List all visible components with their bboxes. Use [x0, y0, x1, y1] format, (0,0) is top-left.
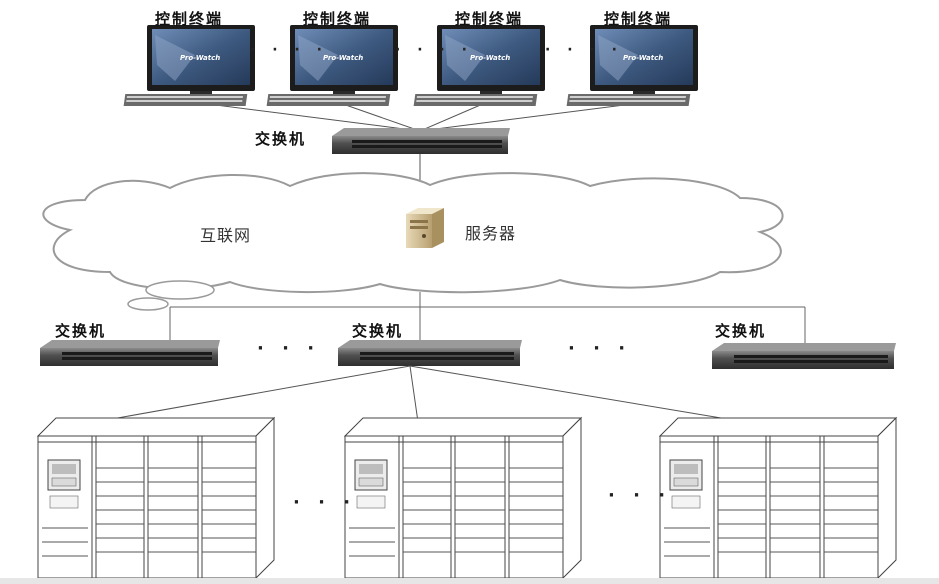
locker-links — [94, 365, 734, 423]
locker-bank-2 — [343, 416, 583, 580]
locker-bank-1 — [36, 416, 276, 580]
locker-separator-1: · · · — [293, 492, 357, 513]
screen-brand-2: Pro-Watch — [323, 54, 364, 62]
locker-separator-2: · · · — [608, 485, 672, 506]
access-switch-2 — [338, 340, 522, 366]
terminal-label-1: 控制终端 — [155, 10, 224, 28]
switch-separator-1: · · · — [257, 338, 321, 359]
server-icon — [406, 208, 444, 248]
terminal-3 — [413, 25, 545, 106]
terminal-separator-2: · · · · — [395, 42, 473, 58]
access-switch-label-3: 交换机 — [715, 322, 767, 340]
terminal-separator-1: · · · · — [250, 42, 328, 58]
bottom-band — [0, 578, 939, 584]
access-switch-3 — [712, 343, 896, 369]
access-switch-label-2: 交换机 — [352, 322, 404, 340]
terminal-separator-3: · · · · — [545, 42, 623, 58]
switch-separator-2: · · · — [568, 338, 632, 359]
terminal-2 — [266, 25, 398, 106]
screen-brand-1: Pro-Watch — [180, 54, 221, 62]
access-switch-1 — [40, 340, 220, 366]
terminal-label-3: 控制终端 — [455, 10, 524, 28]
screen-brand-3: Pro-Watch — [470, 54, 511, 62]
server-label: 服务器 — [465, 224, 517, 243]
locker-bank-3 — [658, 416, 898, 580]
terminal-label-4: 控制终端 — [604, 10, 673, 28]
terminal-label-2: 控制终端 — [303, 10, 372, 28]
internet-label: 互联网 — [200, 226, 252, 245]
screen-brand-4: Pro-Watch — [623, 54, 664, 62]
backbone-links — [169, 292, 806, 345]
core-switch — [332, 128, 510, 154]
terminal-4 — [566, 25, 698, 106]
terminal-links — [199, 102, 641, 132]
core-switch-label: 交换机 — [255, 130, 307, 148]
terminal-1 — [123, 25, 255, 106]
access-switch-label-1: 交换机 — [55, 322, 107, 340]
